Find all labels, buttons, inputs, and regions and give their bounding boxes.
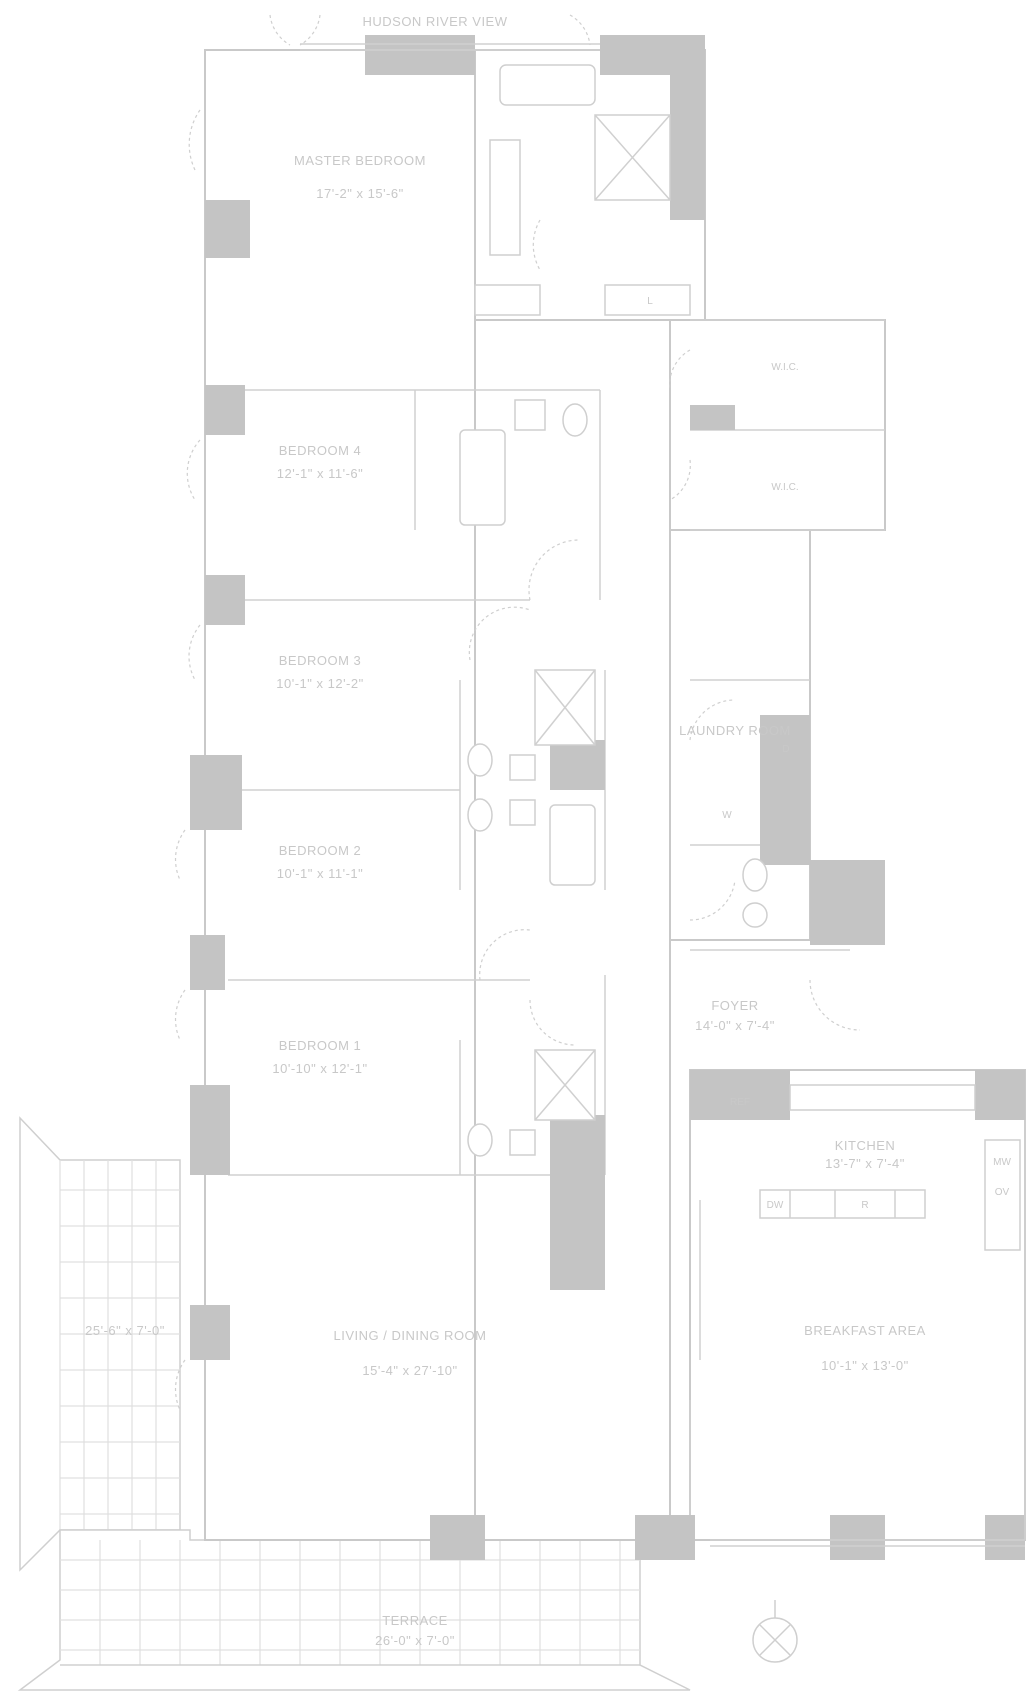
windows bbox=[300, 43, 1026, 1547]
door-swings bbox=[174, 14, 861, 1411]
bedroom-3-dims: 10'-1" x 12'-2" bbox=[276, 676, 363, 691]
breakfast-name: BREAKFAST AREA bbox=[804, 1323, 926, 1338]
kitchen-dims: 13'-7" x 7'-4" bbox=[825, 1156, 905, 1171]
bedroom-2-name: BEDROOM 2 bbox=[279, 843, 362, 858]
living-dining-dims: 15'-4" x 27'-10" bbox=[362, 1363, 457, 1378]
terrace-side-dims: 25'-6" x 7'-0" bbox=[85, 1323, 165, 1338]
wic-1-label: W.I.C. bbox=[771, 362, 798, 373]
dishwasher-label: DW bbox=[767, 1200, 784, 1211]
room-labels: HUDSON RIVER VIEW MASTER BEDROOM 17'-2" … bbox=[85, 14, 1011, 1648]
bedroom-1-name: BEDROOM 1 bbox=[279, 1038, 362, 1053]
terrace-bottom bbox=[17, 1529, 691, 1691]
master-bedroom-name: MASTER BEDROOM bbox=[294, 153, 426, 168]
wic-2-label: W.I.C. bbox=[771, 482, 798, 493]
terrace-side-grid bbox=[59, 1160, 180, 1530]
terrace-name: TERRACE bbox=[382, 1613, 448, 1628]
master-bedroom-dims: 17'-2" x 15'-6" bbox=[316, 186, 403, 201]
terrace-side bbox=[19, 1116, 181, 1572]
structural-columns bbox=[190, 35, 1025, 1560]
laundry-name: LAUNDRY ROOM bbox=[679, 723, 791, 738]
top-view-label: HUDSON RIVER VIEW bbox=[362, 14, 507, 29]
living-dining-name: LIVING / DINING ROOM bbox=[333, 1328, 486, 1343]
kitchen-name: KITCHEN bbox=[835, 1138, 896, 1153]
dryer-label: D bbox=[782, 744, 789, 755]
oven-label: OV bbox=[995, 1187, 1010, 1198]
washer-label: W bbox=[722, 810, 732, 821]
bedroom-1-dims: 10'-10" x 12'-1" bbox=[272, 1061, 367, 1076]
compass-icon bbox=[752, 1600, 798, 1663]
foyer-name: FOYER bbox=[711, 998, 758, 1013]
bedroom-3-name: BEDROOM 3 bbox=[279, 653, 362, 668]
foyer-dims: 14'-0" x 7'-4" bbox=[695, 1018, 775, 1033]
interior-partitions bbox=[228, 319, 885, 1540]
terrace-dims: 26'-0" x 7'-0" bbox=[375, 1633, 455, 1648]
terrace-grid bbox=[60, 1540, 640, 1665]
fridge-label: REF bbox=[730, 1097, 750, 1108]
exterior-walls bbox=[204, 49, 1026, 1541]
linen-label: L bbox=[647, 296, 653, 307]
range-label: R bbox=[861, 1200, 868, 1211]
fixtures bbox=[459, 64, 768, 1157]
microwave-label: MW bbox=[993, 1157, 1011, 1168]
kitchen-counters bbox=[759, 1084, 1021, 1251]
breakfast-dims: 10'-1" x 13'-0" bbox=[821, 1358, 908, 1373]
bedroom-2-dims: 10'-1" x 11'-1" bbox=[277, 866, 364, 881]
bedroom-4-dims: 12'-1" x 11'-6" bbox=[277, 466, 364, 481]
bedroom-4-name: BEDROOM 4 bbox=[279, 443, 362, 458]
